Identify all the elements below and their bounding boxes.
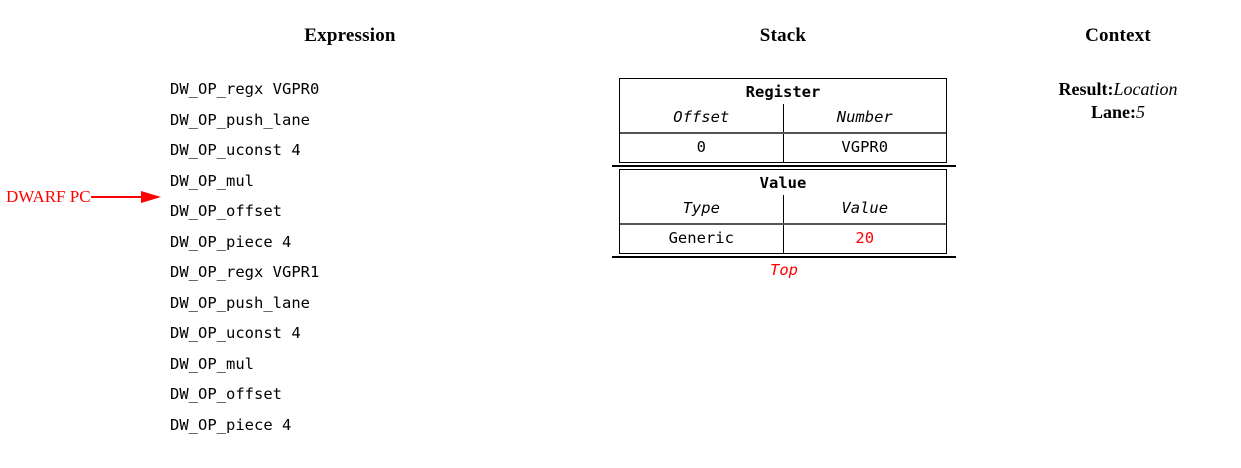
expression-line: DW_OP_push_lane [170,110,310,129]
stack-bottom-rule [612,256,956,258]
context-key: Lane: [1091,102,1136,122]
dwarf-pc-marker: DWARF PC [6,184,163,208]
context-value: 5 [1136,102,1145,122]
context-key: Result: [1058,79,1114,99]
context-panel: Result:Location Lane:5 [1000,78,1236,124]
stack-column-header: Value [841,199,889,217]
column-heading-stack: Stack [759,25,807,46]
expression-line: DW_OP_mul [170,354,254,373]
expression-line: DW_OP_piece 4 [170,415,292,434]
stack-cell-value: VGPR0 [783,132,946,162]
stack-frame-title: Register [745,83,821,101]
stack-frames: Register Offset Number 0 VGPR0 Value Typ… [612,78,956,279]
expression-opcode-list: DW_OP_regx VGPR0 DW_OP_push_lane DW_OP_u… [170,74,590,440]
expression-line: DW_OP_piece 4 [170,232,292,251]
expression-line: DW_OP_offset [170,385,282,403]
stack-cell-value: 0 [620,132,784,162]
arrow-right-icon [90,190,161,203]
stack-frame-header-row: Type Value [620,195,946,224]
column-heading-context: Context [1085,25,1151,46]
expression-line: DW_OP_regx VGPR1 [170,263,320,281]
column-heading-expression: Expression [304,25,396,46]
expression-line: DW_OP_mul [170,171,254,190]
stack-column-header: Number [836,108,893,126]
stack-column-header: Type [620,195,784,224]
stack-frame-register: Register Offset Number 0 VGPR0 [619,78,947,163]
expression-line: DW_OP_uconst 4 [170,141,301,159]
context-value: Location [1113,79,1178,99]
expression-line: DW_OP_push_lane [170,293,310,312]
stack-frame-title: Value [759,174,807,192]
stack-cell-value: Generic [620,223,784,253]
stack-frame-header-row: Offset Number [620,104,946,133]
stack-cell-value: 20 [783,223,946,253]
expression-line-current: DW_OP_offset [170,202,282,220]
stack-frame-separator [612,165,956,167]
stack-frame-data-row: Generic 20 [620,223,946,253]
dwarf-pc-label: DWARF PC [6,186,91,206]
context-entry-lane: Lane:5 [1000,101,1236,124]
context-entry-result: Result:Location [1000,78,1236,101]
stack-column-header: Offset [620,104,784,133]
expression-line: DW_OP_regx VGPR0 [170,80,320,98]
stack-frame-value: Value Type Value Generic 20 [619,169,947,254]
stack-frame-data-row: 0 VGPR0 [620,132,946,162]
stack-top-label: Top [770,261,798,279]
expression-line: DW_OP_uconst 4 [170,324,301,342]
